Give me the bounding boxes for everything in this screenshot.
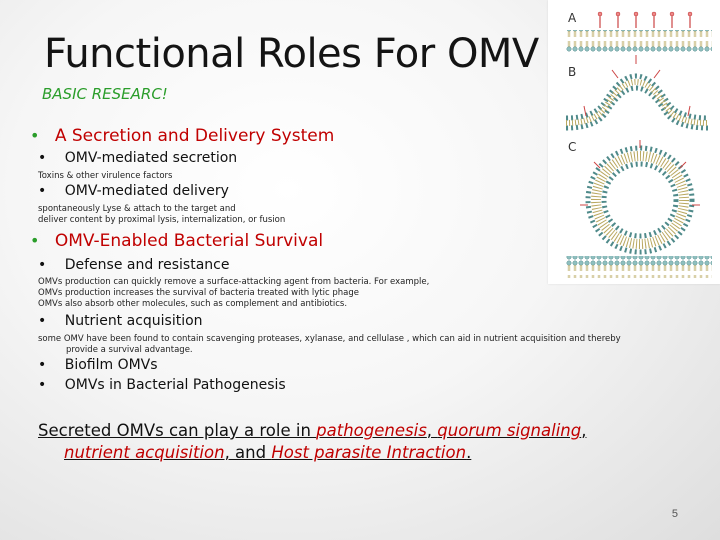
figure-label-b: B <box>568 65 577 79</box>
membrane-diagram <box>565 11 712 278</box>
figure-label-a: A <box>568 11 577 25</box>
note-text: deliver content by proximal lysis, inter… <box>38 215 286 225</box>
summary-separator: , <box>426 421 438 440</box>
slide-title: Functional Roles For OMV <box>44 31 539 77</box>
note-text: spontaneously Lyse & attach to the targe… <box>38 204 236 214</box>
list-item: • Biofilm OMVs <box>38 357 158 373</box>
summary-end: . <box>466 443 472 462</box>
stage-a-membrane <box>566 11 712 52</box>
note-text: OMVs production can quickly remove a sur… <box>38 277 430 287</box>
list-item-label: Nutrient acquisition <box>64 313 203 329</box>
bullet-icon: • <box>38 150 47 166</box>
bullet-icon: • <box>38 257 47 273</box>
bullet-icon: • <box>38 377 47 393</box>
bullet-icon: • <box>38 313 47 329</box>
summary-separator: , and <box>224 443 272 462</box>
list-item: • OMVs in Bacterial Pathogenesis <box>38 377 286 393</box>
list-item: • Nutrient acquisition <box>38 313 203 329</box>
section-heading-text: OMV-Enabled Bacterial Survival <box>54 231 324 251</box>
note-text: provide a survival advantage. <box>66 345 193 355</box>
summary-statement: Secreted OMVs can play a role in pathoge… <box>38 420 678 464</box>
summary-prefix: Secreted OMVs can play a role in <box>38 421 317 440</box>
note-text: some OMV have been found to contain scav… <box>38 334 621 344</box>
section-heading-secretion: • A Secretion and Delivery System <box>30 126 334 146</box>
omv-membrane-figure: A B C <box>548 0 720 284</box>
term-nutrient-acquisition: nutrient acquisition <box>64 443 225 462</box>
list-item-label: OMVs in Bacterial Pathogenesis <box>64 377 286 393</box>
page-number: 5 <box>671 508 678 520</box>
term-pathogenesis: pathogenesis <box>316 421 427 440</box>
note-text: OMVs also absorb other molecules, such a… <box>38 299 348 309</box>
term-quorum-signaling: quorum signaling <box>437 421 582 440</box>
note-text: OMVs production increases the survival o… <box>38 288 359 298</box>
stage-b-membrane <box>565 55 709 131</box>
list-item-label: Defense and resistance <box>64 257 230 273</box>
list-item: • OMV-mediated secretion <box>38 150 237 166</box>
figure-label-c: C <box>568 140 577 154</box>
stage-c-base-membrane <box>566 256 712 278</box>
term-host-parasite: Host parasite Intraction <box>271 443 467 462</box>
bullet-icon: • <box>38 357 47 373</box>
list-item-label: OMV-mediated secretion <box>64 150 238 166</box>
list-item: • Defense and resistance <box>38 257 229 273</box>
note-text: Toxins & other virulence factors <box>38 171 173 181</box>
list-item: • OMV-mediated delivery <box>38 183 229 199</box>
list-item-label: Biofilm OMVs <box>64 357 158 373</box>
slide-subtitle: BASIC RESEARC! <box>42 85 168 103</box>
bullet-icon: • <box>30 231 40 250</box>
section-heading-text: A Secretion and Delivery System <box>54 126 335 146</box>
section-heading-survival: • OMV-Enabled Bacterial Survival <box>30 231 323 251</box>
bullet-icon: • <box>30 126 40 145</box>
stage-c-vesicle <box>580 140 700 255</box>
bullet-icon: • <box>38 183 47 199</box>
summary-separator: , <box>581 421 587 440</box>
list-item-label: OMV-mediated delivery <box>64 183 229 199</box>
